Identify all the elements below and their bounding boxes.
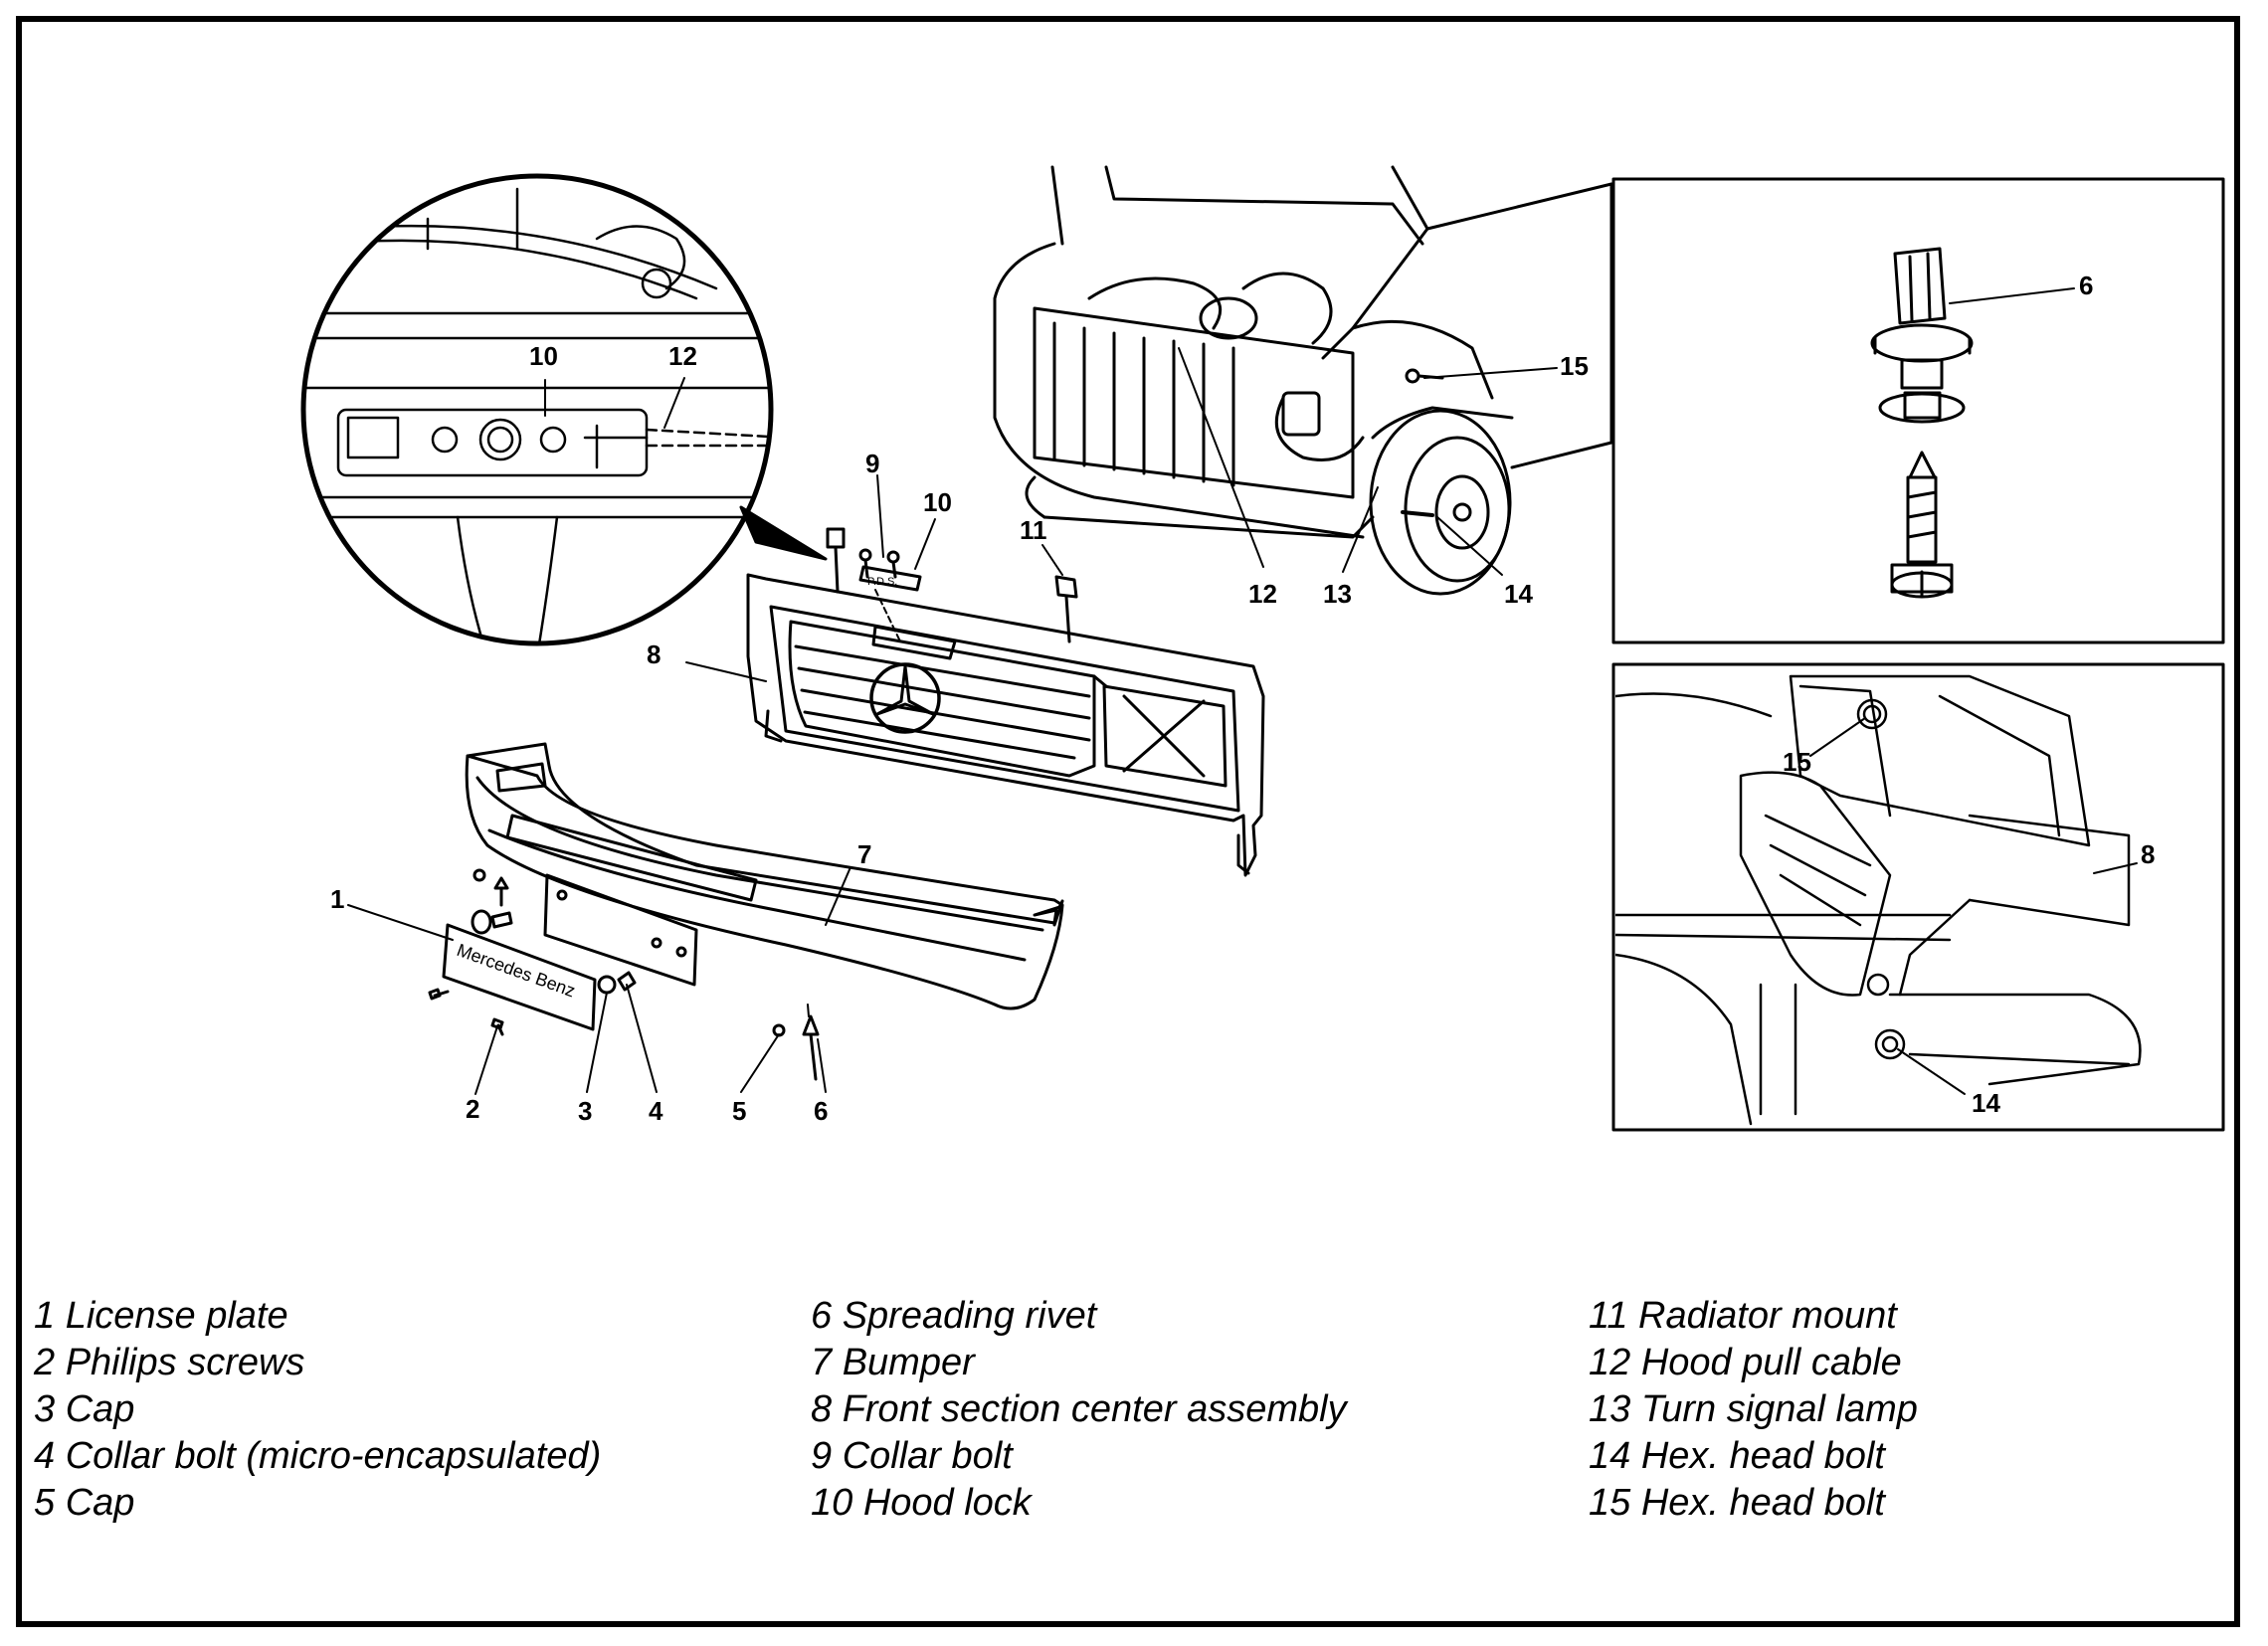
callout-1: 1 <box>330 884 344 914</box>
vehicle-front-view: 12 13 14 15 <box>993 165 1613 609</box>
detail-callout-15: 15 <box>1783 747 1811 777</box>
callout-9: 9 <box>865 449 879 478</box>
legend-item: 4 Collar bolt (micro-encapsulated) <box>34 1435 602 1477</box>
detail-callout-14: 14 <box>1972 1088 2000 1118</box>
vehicle-callout-15: 15 <box>1560 351 1589 381</box>
legend-item: 6 Spreading rivet <box>811 1295 1097 1337</box>
legend-item: 8 Front section center assembly <box>811 1388 1347 1430</box>
legend-column-1: 1 License plate 2 Philips screws 3 Cap 4… <box>34 1293 601 1527</box>
legend-item: 11 Radiator mount <box>1589 1295 1897 1337</box>
legend-item: 10 Hood lock <box>811 1482 1032 1524</box>
legend-item: 13 Turn signal lamp <box>1589 1388 1918 1430</box>
vehicle-callout-12: 12 <box>1248 579 1277 609</box>
bumper-assembly: Mercedes Benz 1 2 3 4 5 6 7 <box>330 742 1064 1126</box>
inset-callout-10: 10 <box>529 341 558 371</box>
legend-column-3: 11 Radiator mount 12 Hood pull cable 13 … <box>1589 1293 1918 1527</box>
legend-item: 9 Collar bolt <box>811 1435 1013 1477</box>
fender-detail: 15 8 14 <box>1611 662 2225 1132</box>
callout-11: 11 <box>1020 515 1047 545</box>
legend-item: 15 Hex. head bolt <box>1589 1482 1885 1524</box>
inset-callout-12: 12 <box>668 341 697 371</box>
detail-callout-8: 8 <box>2141 839 2155 869</box>
badge-label: P.D.S. <box>867 576 897 588</box>
legend-item: 14 Hex. head bolt <box>1589 1435 1885 1477</box>
legend-item: 1 License plate <box>34 1295 288 1337</box>
legend-item: 3 Cap <box>34 1388 135 1430</box>
callout-5: 5 <box>732 1096 746 1126</box>
rivet-callout-6: 6 <box>2079 271 2093 300</box>
hood-lock-inset: 10 12 <box>300 173 828 646</box>
diagram-frame <box>16 16 2240 1627</box>
spreading-rivet-detail: 6 <box>1611 177 2225 644</box>
vehicle-callout-13: 13 <box>1323 579 1352 609</box>
legend-item: 2 Philips screws <box>34 1342 305 1383</box>
callout-4: 4 <box>649 1096 663 1126</box>
callout-2: 2 <box>466 1094 479 1124</box>
legend-item: 12 Hood pull cable <box>1589 1342 1902 1383</box>
callout-7: 7 <box>857 839 871 869</box>
vehicle-callout-14: 14 <box>1504 579 1533 609</box>
callout-8: 8 <box>647 640 661 669</box>
callout-6: 6 <box>814 1096 828 1126</box>
grille-assembly: P.D.S. 8 9 10 11 <box>647 449 1265 877</box>
legend-column-2: 6 Spreading rivet 7 Bumper 8 Front secti… <box>811 1293 1347 1527</box>
callout-3: 3 <box>578 1096 592 1126</box>
callout-10: 10 <box>923 487 952 517</box>
legend-item: 5 Cap <box>34 1482 135 1524</box>
legend-item: 7 Bumper <box>811 1342 975 1383</box>
